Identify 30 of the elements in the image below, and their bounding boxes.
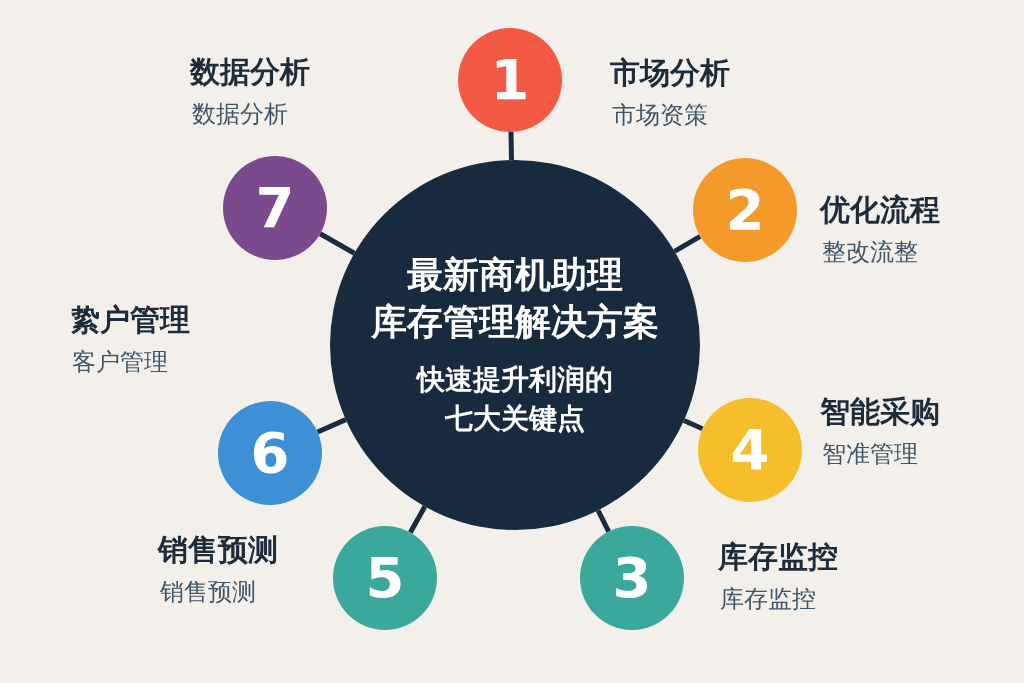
connector-line: [318, 231, 356, 256]
step-heading: 库存监控: [718, 542, 838, 572]
step-description: 市场资策: [612, 103, 708, 127]
step-number: 7: [255, 180, 295, 236]
step-description: 库存监控: [720, 587, 816, 611]
center-title: 最新商机助理库存管理解决方案: [371, 253, 659, 344]
connector-line: [316, 417, 347, 435]
connector-line: [595, 509, 611, 533]
step-number: 3: [612, 550, 652, 606]
step-description: 数据分析: [192, 102, 288, 126]
step-description: 销售预测: [160, 580, 256, 604]
step-description: 智准管理: [822, 442, 918, 466]
step-number: 5: [365, 550, 405, 606]
connector-line: [682, 418, 704, 432]
connector-line: [508, 131, 514, 161]
step-heading: 销售预测: [158, 535, 278, 565]
step-heading: 优化流程: [820, 195, 940, 225]
step-description: 客户管理: [72, 350, 168, 374]
step-description: 整改流整: [822, 240, 918, 264]
step-number: 2: [725, 182, 765, 238]
step-heading: 智能采购: [820, 397, 940, 427]
step-heading: 絷户管理: [70, 305, 190, 335]
step-number: 4: [730, 422, 770, 478]
step-heading: 市场分析: [610, 58, 730, 88]
center-subtitle: 快速提升利润的七大关键点: [414, 361, 614, 437]
step-heading: 数据分析: [190, 57, 310, 87]
connector-line: [408, 505, 428, 534]
step-number: 1: [490, 52, 530, 108]
step-number: 6: [250, 425, 290, 481]
connector-line: [673, 234, 702, 254]
